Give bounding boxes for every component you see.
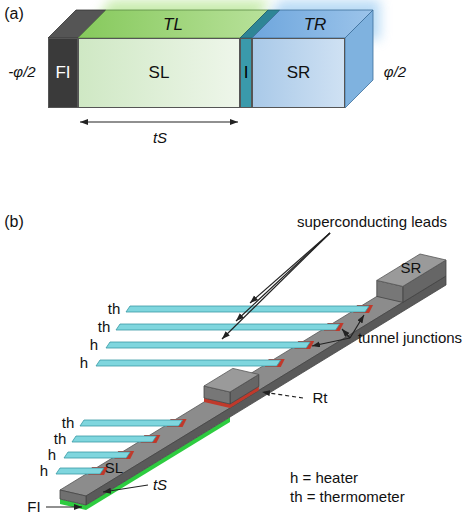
superconducting-lead (64, 452, 130, 458)
lead-label: th (98, 319, 111, 336)
phase-label: -φ/2 (8, 64, 35, 81)
thickness-label: tS (153, 130, 167, 147)
sl-top-face (78, 10, 268, 38)
thickness-arrow (80, 121, 238, 122)
sr-block-top (377, 254, 446, 286)
superconducting-lead (72, 436, 156, 442)
layer-label: FI (27, 499, 40, 516)
sl-block: SLTL (78, 38, 240, 108)
block-label: SR (287, 64, 311, 83)
temperature-label: TR (304, 16, 327, 35)
junction-arrow (312, 338, 350, 346)
lead-arrow (222, 233, 330, 339)
bar-side-face (86, 276, 446, 505)
superconducting-lead (126, 306, 369, 312)
block-label: SR (401, 260, 422, 277)
block-label: FI (55, 64, 70, 83)
fi-arrow (46, 506, 82, 507)
junction-arrow (342, 329, 350, 338)
lead-label: h (90, 337, 98, 354)
bar-end-face (60, 490, 86, 505)
temperature-label: TL (163, 16, 183, 35)
callout-label: superconducting leads (297, 214, 447, 231)
phase-label: φ/2 (384, 64, 406, 81)
lead-label: h (48, 447, 56, 464)
panel-letter: (b) (4, 213, 24, 231)
lead-label: th (54, 431, 67, 448)
superconducting-lead (106, 342, 310, 348)
lead-label: th (108, 301, 121, 318)
lead-label: h (80, 355, 88, 372)
block-label: SL (105, 460, 123, 477)
resistance-label: Rt (313, 390, 328, 407)
superconducting-lead (80, 420, 183, 426)
sr-side-face (345, 10, 373, 108)
fi-layer-box: FI (48, 38, 78, 108)
bar-top-face (60, 270, 446, 496)
rt-leader (262, 392, 303, 398)
block-label: I (244, 64, 249, 83)
superconducting-lead (56, 468, 104, 474)
block-label: SL (149, 64, 170, 83)
callout-label: tunnel junctions (358, 330, 462, 347)
superconducting-lead (116, 324, 340, 330)
thickness-label: tS (153, 477, 167, 494)
middle-block-top (204, 368, 259, 392)
sr-block: SRTR (252, 38, 345, 108)
lead-label: h (40, 463, 48, 480)
barrier-layer: I (240, 38, 252, 108)
legend-note: h = heater (290, 470, 358, 487)
panel-letter: (a) (4, 5, 24, 23)
superconducting-lead (96, 360, 281, 366)
lead-label: th (62, 415, 75, 432)
ts-arrow (103, 485, 148, 492)
legend-note: th = thermometer (290, 489, 405, 506)
